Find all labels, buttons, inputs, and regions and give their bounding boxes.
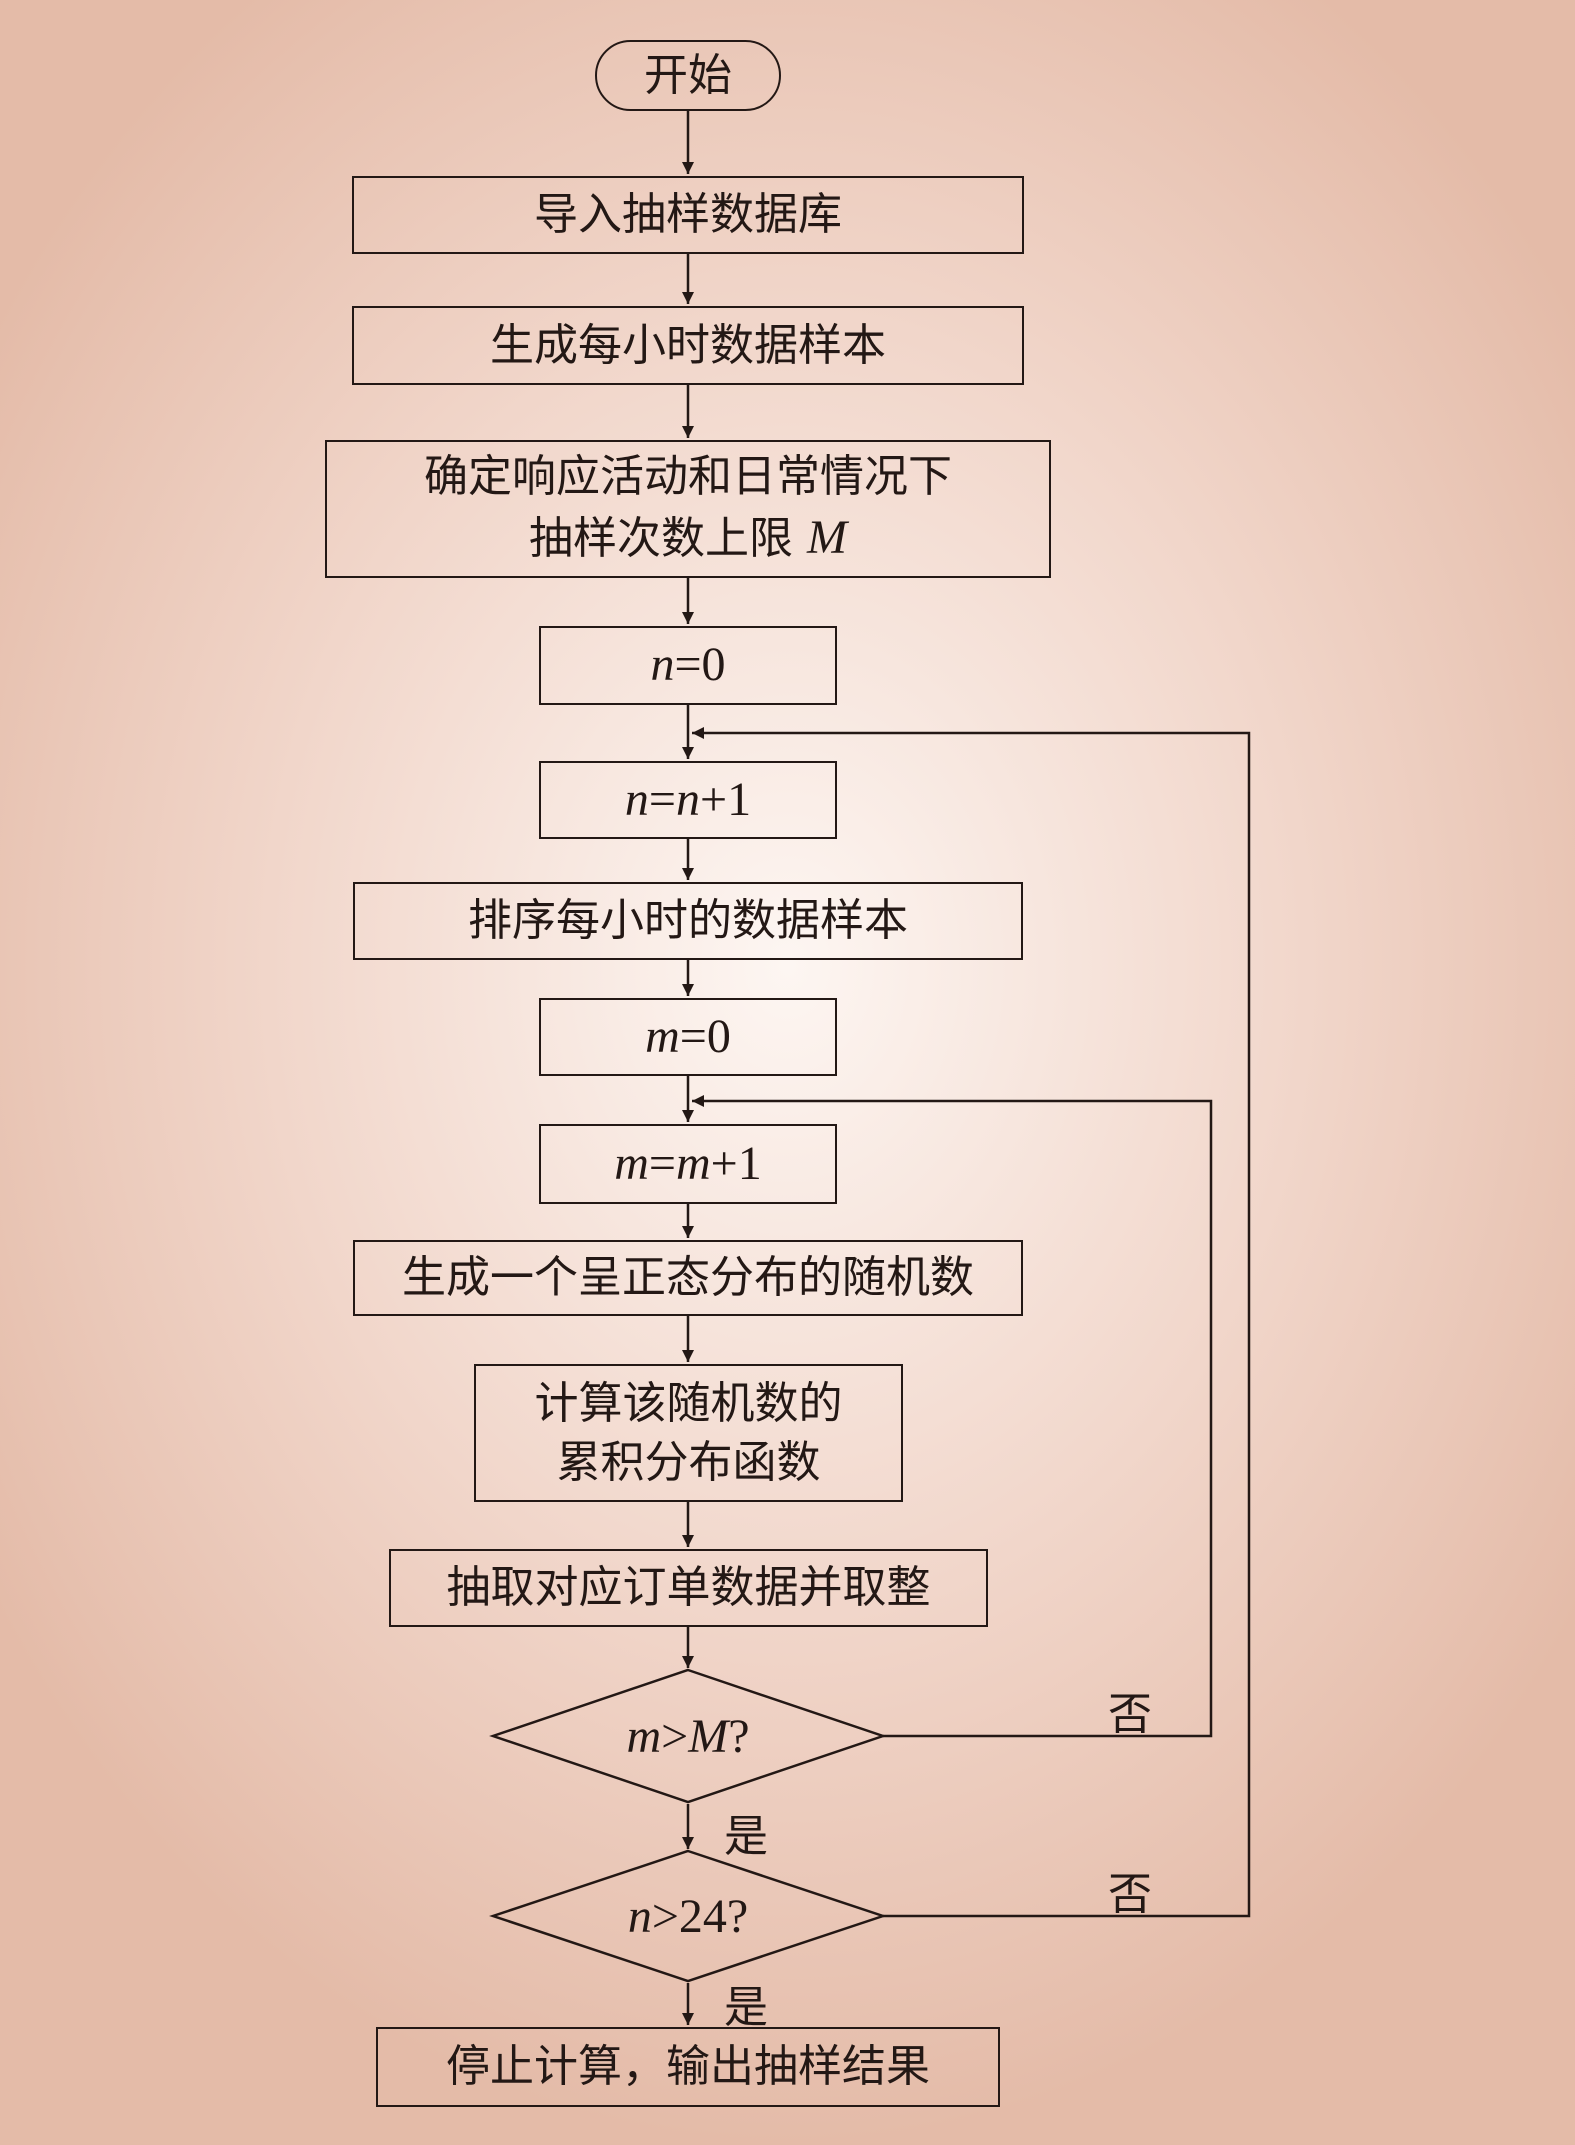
edge-cond1-loop [692, 1095, 1213, 1738]
determine-limit-line1: 确定响应活动和日常情况下 [424, 450, 952, 502]
sort-hourly-node: 排序每小时的数据样本 [353, 882, 1023, 960]
cdf-line2: 累积分布函数 [556, 1437, 821, 1488]
cdf-line1: 计算该随机数的 [534, 1377, 843, 1429]
n-init-label: n=0 [650, 638, 726, 692]
limit-variable: M [807, 511, 847, 565]
stop-label: 停止计算，输出抽样结果 [446, 2041, 930, 2093]
n-increment-node: n=n+1 [539, 761, 837, 839]
decision-diamond-n [489, 1849, 887, 1983]
extract-orders-label: 抽取对应订单数据并取整 [446, 1562, 931, 1614]
edge-cond2-loop [692, 727, 1251, 1918]
cdf-node: 计算该随机数的 累积分布函数 [474, 1364, 903, 1502]
generate-random-node: 生成一个呈正态分布的随机数 [353, 1240, 1023, 1316]
n-init-node: n=0 [539, 626, 837, 705]
extract-orders-node: 抽取对应订单数据并取整 [389, 1549, 988, 1627]
decision-m-label: m>M? [626, 1709, 750, 1763]
generate-random-label: 生成一个呈正态分布的随机数 [402, 1252, 974, 1304]
m-increment-label: m=m+1 [614, 1136, 762, 1190]
cond1-no-label: 否 [1108, 1689, 1152, 1740]
m-init-node: m=0 [539, 998, 837, 1076]
n-increment-label: n=n+1 [624, 772, 752, 826]
generate-hourly-label: 生成每小时数据样本 [490, 319, 886, 371]
m-init-label: m=0 [645, 1009, 731, 1063]
start-node: 开始 [595, 40, 781, 111]
import-database-label: 导入抽样数据库 [534, 189, 842, 241]
cond2-yes-label: 是 [724, 1982, 768, 2033]
cond2-no-label: 否 [1108, 1869, 1152, 1920]
determine-limit-node: 确定响应活动和日常情况下 抽样次数上限 M [325, 440, 1051, 578]
generate-hourly-node: 生成每小时数据样本 [352, 306, 1024, 385]
decision-diamond-m [489, 1668, 887, 1804]
start-label: 开始 [644, 49, 732, 101]
stop-node: 停止计算，输出抽样结果 [376, 2027, 1000, 2107]
determine-limit-line2: 抽样次数上限 M [529, 511, 847, 565]
sort-hourly-label: 排序每小时的数据样本 [468, 895, 908, 947]
m-increment-node: m=m+1 [539, 1124, 837, 1204]
decision-n-label: n>24? [627, 1889, 749, 1943]
import-database-node: 导入抽样数据库 [352, 176, 1024, 254]
cond1-yes-label: 是 [724, 1811, 768, 1862]
